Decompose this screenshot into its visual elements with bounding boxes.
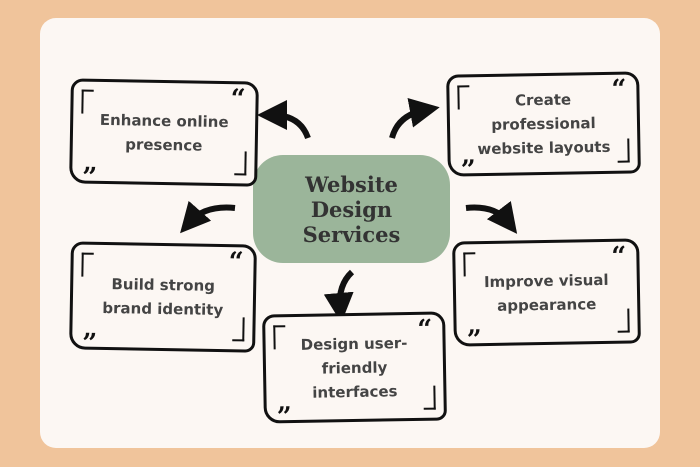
open-quote-icon: “ [611, 74, 627, 105]
corner-bracket [81, 89, 94, 114]
corner-bracket [423, 385, 436, 410]
open-quote-icon: “ [417, 314, 433, 345]
close-quote-icon: ” [81, 162, 98, 193]
arrow-to-design [323, 269, 355, 323]
arrow-to-create [389, 97, 440, 139]
close-quote-icon: ” [81, 328, 98, 359]
close-quote-icon: ” [466, 325, 483, 356]
open-quote-icon: “ [230, 84, 246, 115]
box-create-professional-layouts: “ ” Create professional website layouts [446, 71, 641, 185]
close-quote-icon: ” [460, 155, 477, 186]
corner-bracket [81, 252, 94, 277]
corner-bracket [234, 151, 247, 176]
central-topic-title: Website Design Services [302, 171, 401, 247]
open-quote-icon: “ [228, 247, 244, 278]
box-label: Design user-friendly interfaces [300, 333, 408, 402]
arrow-to-enhance [257, 100, 311, 140]
central-topic: Website Design Services [253, 155, 450, 263]
corner-bracket [232, 317, 245, 342]
corner-bracket [617, 308, 630, 333]
corner-bracket [273, 325, 286, 350]
box-enhance-online-presence: “ ” Enhance online presence [69, 78, 259, 193]
box-label: Enhance online presence [99, 110, 229, 155]
arrow-to-visual [465, 200, 518, 234]
box-label: Build strong brand identity [102, 275, 224, 320]
box-label: Create professional website layouts [477, 90, 611, 159]
corner-bracket [463, 252, 476, 277]
open-quote-icon: “ [611, 241, 627, 272]
box-improve-visual-appearance: “ ” Improve visual appearance [452, 238, 641, 355]
arrow-to-brand [180, 200, 236, 234]
corner-bracket [617, 138, 630, 163]
box-label: Improve visual appearance [483, 270, 609, 315]
corner-bracket [457, 85, 470, 110]
box-build-brand-identity: “ ” Build strong brand identity [69, 241, 257, 359]
box-design-user-friendly-interfaces: “ ” Design user-friendly interfaces [262, 311, 447, 432]
close-quote-icon: ” [276, 402, 293, 433]
